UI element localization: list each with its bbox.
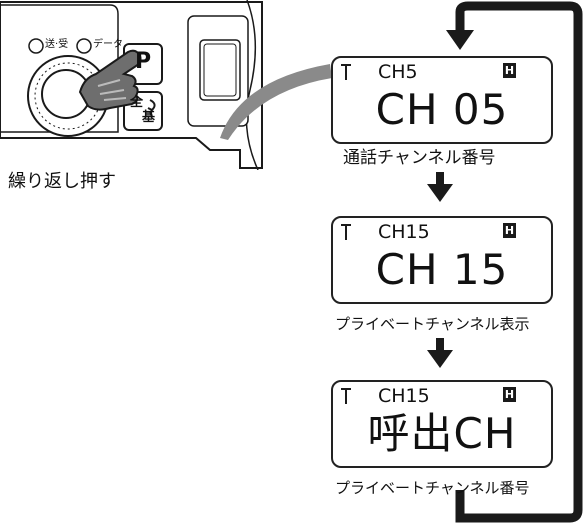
h-indicator-icon: H [503, 223, 516, 238]
mode-button-label-bottom: 基 [142, 110, 156, 125]
press-repeatedly-caption: 繰り返し押す [8, 171, 116, 192]
antenna-icon [341, 388, 351, 404]
radio-device-illustration [0, 0, 263, 170]
top-channel: CH15 [378, 221, 430, 243]
p-button-label: P [135, 49, 152, 74]
h-indicator-icon: H [503, 63, 516, 78]
tx-rx-label: 送·受 [45, 39, 69, 50]
loop-arrow [446, 1, 583, 523]
pointer-wedge [220, 64, 332, 140]
h-indicator-icon: H [503, 387, 516, 402]
main-display-text: 呼出CH [367, 409, 517, 458]
down-arrow-icon [427, 338, 453, 368]
down-arrow-icon [427, 172, 453, 202]
antenna-icon [341, 224, 351, 240]
main-display-text: CH 15 [375, 245, 509, 294]
screen-1-caption: 通話チャンネル番号 [343, 148, 496, 168]
main-display-text: CH 05 [375, 85, 509, 134]
lcd-screen-3: CH15 H 呼出CH [331, 380, 553, 468]
screen-3-caption: プライベートチャンネル番号 [335, 479, 530, 497]
lcd-screen-1: CH5 H CH 05 [331, 56, 553, 144]
pressing-hand-icon [78, 49, 142, 111]
top-channel: CH15 [378, 385, 430, 407]
data-lamp [76, 38, 92, 54]
mode-button-label-top: 全 [130, 95, 144, 110]
top-channel: CH5 [378, 61, 418, 83]
screen-2-caption: プライベートチャンネル表示 [335, 315, 530, 333]
lcd-screen-2: CH15 H CH 15 [331, 216, 553, 304]
tx-rx-lamp [28, 38, 44, 54]
antenna-icon [341, 64, 351, 80]
data-label: データ [93, 39, 123, 50]
